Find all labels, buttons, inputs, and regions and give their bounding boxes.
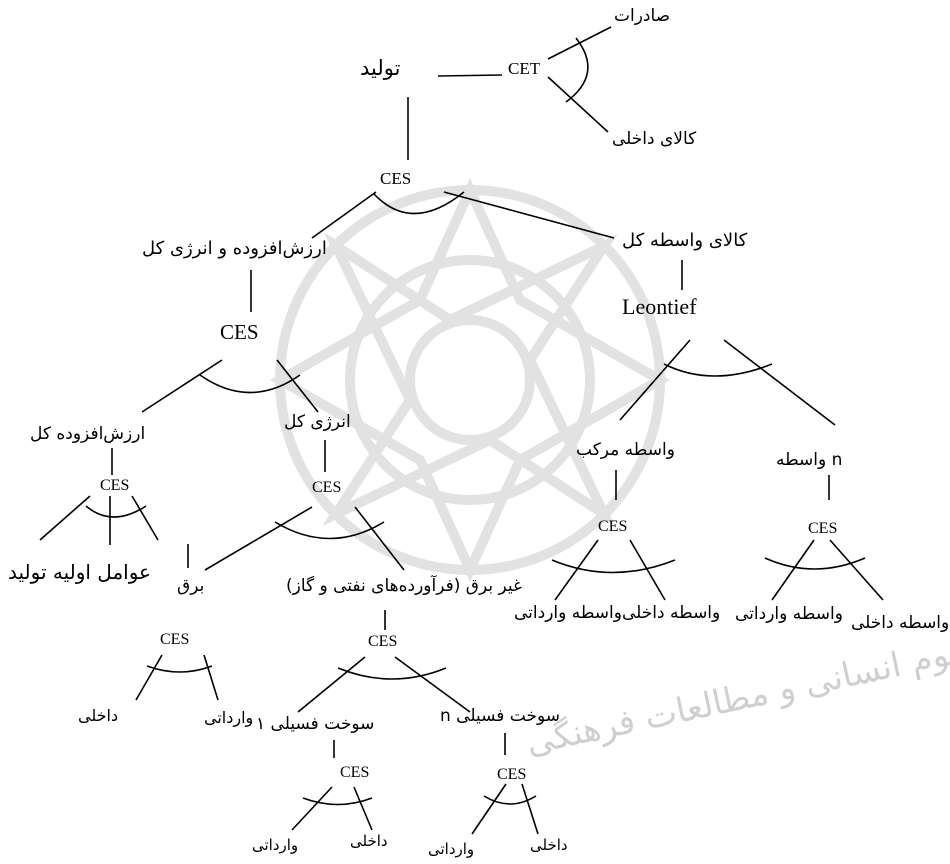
production-label: تولید: [360, 56, 401, 80]
ces-energy-node: CES: [312, 479, 342, 496]
cet-node: CET: [508, 59, 541, 78]
domestic-intermediate-1-label: واسطه داخلی: [622, 603, 721, 623]
ces-non-electricity-node: CES: [368, 633, 398, 650]
ces-top-node: CES: [380, 169, 412, 188]
fossil-1-imported-label: وارداتی: [252, 836, 299, 854]
ces-fossil-n-node: CES: [497, 766, 527, 783]
energy-total-label: انرژی کل: [284, 412, 351, 432]
value-added-energy-label: ارزش‌افزوده و انرژی کل: [142, 238, 327, 259]
electricity-imported-label: وارداتی: [204, 708, 254, 727]
ces-fossil-1-node: CES: [340, 764, 370, 781]
ces-composite-node: CES: [598, 518, 628, 535]
non-electricity-label: غیر برق (فرآورده‌های نفتی و گاز): [286, 576, 522, 596]
primary-factors-label: عوامل اولیه تولید: [8, 560, 151, 584]
composite-intermediate-label: واسطه مرکب: [576, 440, 675, 460]
ces-n-node: CES: [808, 520, 838, 537]
intermediate-n-label: n واسطه: [776, 450, 843, 470]
electricity-label: برق: [177, 576, 205, 596]
ces-electricity-node: CES: [160, 631, 190, 648]
ces-va-node: CES: [100, 477, 130, 494]
leontief-node: Leontief: [622, 294, 697, 319]
fossil-n-imported-label: وارداتی: [428, 840, 475, 858]
domestic-goods-label: کالای داخلی: [612, 129, 697, 149]
value-added-total-label: ارزش‌افزوده کل: [30, 424, 146, 444]
fossil-1-domestic-label: داخلی: [350, 832, 388, 850]
imported-intermediate-1-label: واسطه وارداتی: [514, 603, 622, 623]
ces-va-energy-node: CES: [220, 320, 259, 344]
electricity-domestic-label: داخلی: [78, 706, 119, 725]
domestic-intermediate-2-label: واسطه داخلی: [851, 613, 950, 633]
fossil-fuel-1-label: سوخت فسیلی ۱: [256, 714, 375, 734]
fossil-fuel-n-label: سوخت فسیلی n: [440, 706, 561, 726]
intermediate-total-label: کالای واسطه کل: [622, 230, 748, 251]
exports-label: صادرات: [614, 6, 671, 26]
fossil-n-domestic-label: داخلی: [530, 836, 568, 854]
imported-intermediate-2-label: واسطه وارداتی: [735, 604, 843, 624]
